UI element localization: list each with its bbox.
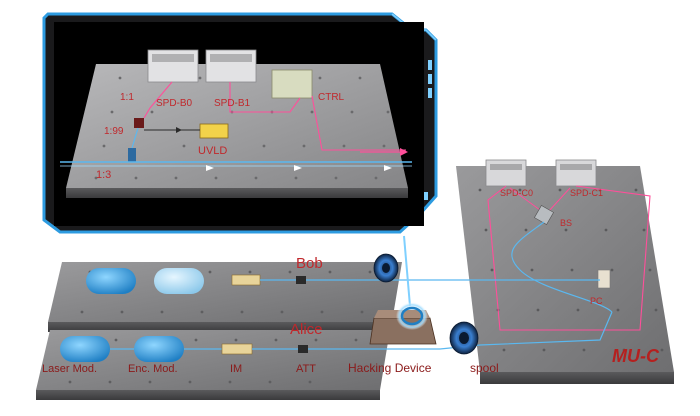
label-pc: PC [590,296,603,306]
label-ctrl: CTRL [318,92,345,103]
label-ratio-1-99: 1:99 [104,126,124,137]
channel [369,235,613,355]
label-att: ATT [296,363,316,375]
label-ratio-1-3: 1:3 [96,169,111,181]
coupler-1-3 [128,148,136,162]
coupler-1-99 [134,118,144,128]
label-mu-c: MU-C [612,346,660,366]
label-hacking-device: Hacking Device [348,361,432,375]
label-spd-b1: SPD-B1 [214,98,251,109]
bs-component [534,205,554,225]
bob-module-blue [86,268,136,294]
inset-panel [42,12,438,234]
spd-c1-box [555,159,597,187]
pc-component [597,269,611,289]
labels: 1:1 SPD-B0 SPD-B1 CTRL 1:99 UVLD 1:3 SPD… [42,92,660,375]
label-enc-mod: Enc. Mod. [128,363,178,375]
laser-mod-component [60,336,110,362]
bob-module-pale [154,268,204,294]
alice-table [36,330,390,400]
label-im: IM [230,363,242,375]
label-ratio-1-1: 1:1 [120,92,134,103]
uvld-component [199,123,229,139]
label-spd-c1: SPD-C1 [570,188,603,198]
im-component [221,343,253,355]
ctrl-box [271,69,313,99]
label-uvld: UVLD [198,145,227,157]
label-laser-mod: Laser Mod. [42,363,97,375]
att-component [298,345,308,353]
label-spd-b0: SPD-B0 [156,98,193,109]
receiver-table [456,159,674,384]
label-alice: Alice [290,321,323,338]
spd-c0-box [485,159,527,187]
label-spd-c0: SPD-C0 [500,188,533,198]
label-bob: Bob [296,255,323,272]
enc-mod-component [134,336,184,362]
bob-table [48,262,402,332]
label-spool: spool [470,361,499,375]
label-bs: BS [560,218,572,228]
